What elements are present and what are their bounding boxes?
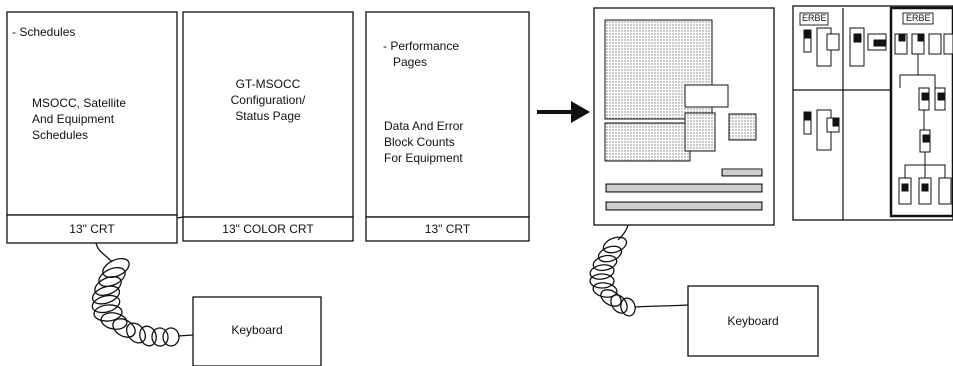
crt-2-line-2: Configuration/ — [230, 93, 306, 107]
crt-1-line-1: MSOCC, Satellite — [32, 96, 127, 110]
crt-3-line-1: Data And Error — [384, 119, 464, 133]
crt-2-line-3: Status Page — [235, 109, 301, 123]
crt-1-line-2: And Equipment — [32, 112, 115, 126]
crt-3-label: 13" CRT — [424, 222, 471, 236]
keyboard-right — [687, 285, 819, 357]
keyboard-right-label: Keyboard — [727, 314, 779, 328]
crt-3-line-2: Block Counts — [384, 135, 455, 149]
erbe-label-1: ERBE — [802, 13, 827, 23]
crt-connector — [176, 216, 184, 219]
crt-3-monitor — [365, 11, 530, 242]
coiled-cable-left — [91, 242, 194, 347]
keyboard-left — [192, 296, 322, 366]
erbe-label-2: ERBE — [906, 13, 931, 23]
crt-1-bullet: - Schedules — [12, 25, 76, 39]
arrow-right-icon — [537, 101, 590, 123]
erbe-status-panel — [792, 5, 953, 221]
crt-1-label: 13" CRT — [69, 222, 115, 236]
monitor-right — [593, 7, 775, 226]
crt-3-bullet-line-1: - Performance — [383, 39, 460, 53]
crt-2-line-1: GT-MSOCC — [235, 77, 301, 91]
crt-2-label: 13" COLOR CRT — [222, 222, 314, 236]
crt-3-line-3: For Equipment — [384, 151, 463, 165]
keyboard-left-label: Keyboard — [231, 323, 283, 337]
crt-2-monitor — [182, 11, 354, 242]
crt-1-line-3: Schedules — [32, 128, 89, 142]
crt-1-monitor — [6, 11, 178, 244]
coiled-cable-right — [589, 224, 689, 317]
crt-3-bullet-line-2: Pages — [383, 55, 428, 69]
